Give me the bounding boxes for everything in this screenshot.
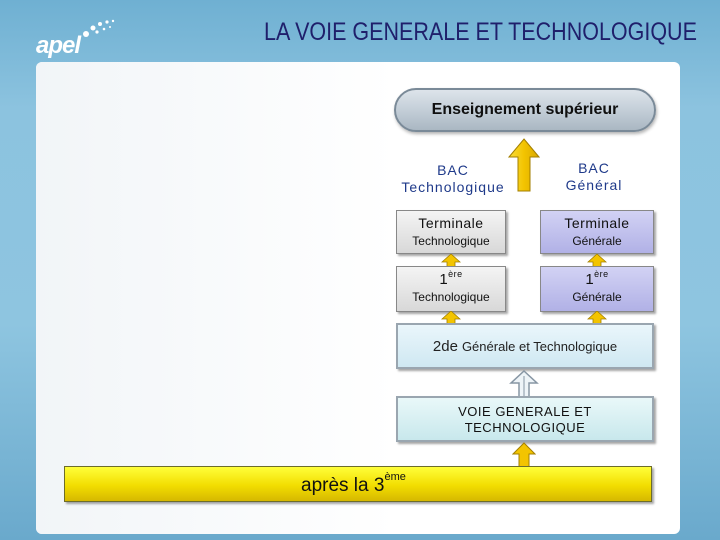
page-title: LA VOIE GENERALE ET TECHNOLOGIQUE xyxy=(264,18,697,46)
premiere-technologique-box: 1ère Technologique xyxy=(396,266,506,312)
voie-line2: TECHNOLOGIQUE xyxy=(464,420,586,435)
premiere-generale-box: 1ère Générale xyxy=(540,266,654,312)
premiere-gen-sup: ère xyxy=(594,269,609,279)
enseignement-superieur-box: Enseignement supérieur xyxy=(394,88,656,132)
terminale-gen-title: Terminale xyxy=(564,215,630,231)
bac-technologique-label: BAC Technologique xyxy=(388,162,518,196)
connector-arrow-icon xyxy=(441,311,461,325)
terminale-techno-title: Terminale xyxy=(418,215,484,231)
sparkle-icon xyxy=(83,19,115,37)
outline-up-arrow-icon xyxy=(509,370,539,398)
premiere-gen-sub: Générale xyxy=(572,290,622,304)
voie-line1: VOIE GENERALE ET xyxy=(458,404,592,419)
seconde-label: Générale et Technologique xyxy=(461,338,618,354)
up-arrow-icon xyxy=(512,442,536,468)
apres-text: après la 3 xyxy=(301,475,385,496)
voie-generale-technologique-box: VOIE GENERALE ET TECHNOLOGIQUE xyxy=(396,396,654,442)
bac-general-line1: BAC xyxy=(578,160,610,176)
premiere-gen-title: 1ère xyxy=(541,269,653,288)
connector-arrow-icon xyxy=(587,311,607,325)
up-arrow-icon xyxy=(508,138,540,192)
seconde-box: 2de Générale et Technologique xyxy=(396,323,654,369)
logo-text: apel xyxy=(36,32,81,59)
premiere-techno-num: 1 xyxy=(439,271,449,288)
bac-techno-line2: Technologique xyxy=(401,179,505,195)
connector-arrow-icon xyxy=(587,254,607,268)
bac-general-line2: Général xyxy=(565,177,623,193)
connector-arrow-icon xyxy=(441,254,461,268)
seconde-prefix: 2de xyxy=(432,337,458,355)
premiere-techno-title: 1ère xyxy=(397,269,505,288)
terminale-generale-box: Terminale Générale xyxy=(540,210,654,254)
apres-la-3eme-bar: après la 3ème xyxy=(64,466,652,502)
bac-techno-line1: BAC xyxy=(437,162,469,178)
terminale-technologique-box: Terminale Technologique xyxy=(396,210,506,254)
premiere-techno-sub: Technologique xyxy=(412,290,490,304)
apres-sup: ème xyxy=(384,471,406,483)
premiere-gen-num: 1 xyxy=(585,271,595,288)
bac-general-label: BAC Général xyxy=(544,160,644,194)
apel-logo: apel xyxy=(36,18,116,59)
apres-la-3eme-label: après la 3ème xyxy=(301,471,406,497)
premiere-techno-sup: ère xyxy=(448,269,463,279)
terminale-gen-sub: Générale xyxy=(572,234,622,248)
panel-fade xyxy=(36,62,396,534)
terminale-techno-sub: Technologique xyxy=(412,234,490,248)
